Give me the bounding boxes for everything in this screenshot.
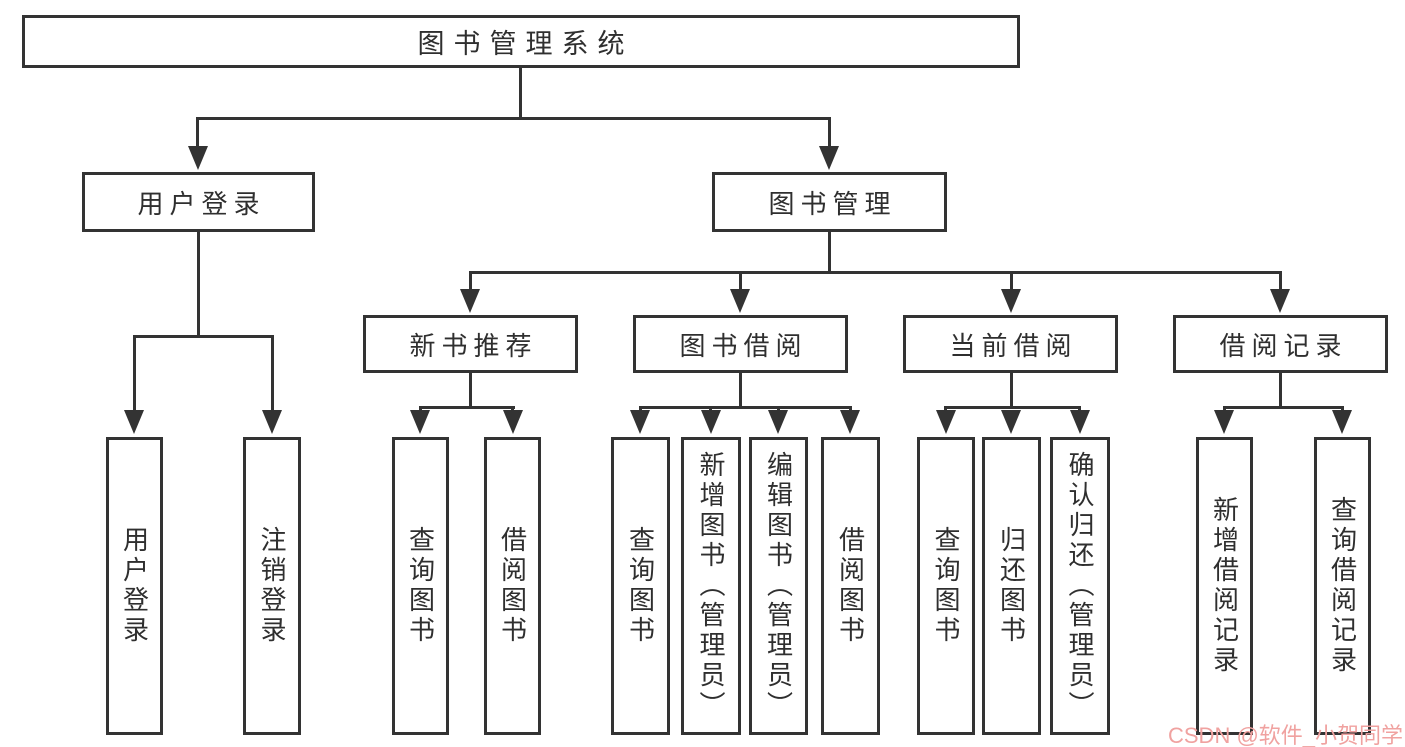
arrow-down-icon xyxy=(410,410,430,434)
arrow-down-icon xyxy=(1214,410,1234,434)
connector-line xyxy=(197,232,200,337)
leaf-label: 编辑图书（管理员） xyxy=(763,451,794,721)
arrow-down-icon xyxy=(1270,289,1290,313)
connector-line xyxy=(944,406,1081,409)
leaf-query-borrow-record: 查询借阅记录 xyxy=(1314,437,1371,735)
leaf-label: 查询借阅记录 xyxy=(1327,496,1358,676)
connector-line xyxy=(133,335,136,413)
leaf-edit-books-admin: 编辑图书（管理员） xyxy=(749,437,808,735)
leaf-label: 借阅图书 xyxy=(497,526,528,646)
leaf-label: 查询图书 xyxy=(931,526,961,646)
node-user-login: 用户登录 xyxy=(82,172,315,232)
connector-line xyxy=(1010,373,1013,408)
leaf-label: 查询图书 xyxy=(625,526,656,646)
connector-line xyxy=(1279,373,1282,408)
node-new-book-recommend: 新书推荐 xyxy=(363,315,578,373)
connector-line xyxy=(196,117,199,151)
arrow-down-icon xyxy=(819,146,839,170)
leaf-label: 注销登录 xyxy=(257,526,287,646)
leaf-label: 新增图书（管理员） xyxy=(696,451,726,721)
node-borrow-records: 借阅记录 xyxy=(1173,315,1388,373)
connector-line xyxy=(197,117,831,120)
leaf-label: 查询图书 xyxy=(405,526,436,646)
arrow-down-icon xyxy=(630,410,650,434)
arrow-down-icon xyxy=(1001,289,1021,313)
connector-line xyxy=(639,406,851,409)
node-book-management: 图书管理 xyxy=(712,172,947,232)
leaf-logout: 注销登录 xyxy=(243,437,301,735)
arrow-down-icon xyxy=(503,410,523,434)
arrow-down-icon xyxy=(262,410,282,434)
arrow-down-icon xyxy=(701,410,721,434)
node-current-borrow: 当前借阅 xyxy=(903,315,1118,373)
leaf-borrow-books-borrow: 借阅图书 xyxy=(821,437,880,735)
connector-line xyxy=(469,271,472,291)
connector-line xyxy=(828,117,831,151)
leaf-label: 新增借阅记录 xyxy=(1209,496,1240,676)
node-book-borrow: 图书借阅 xyxy=(633,315,848,373)
node-root: 图书管理系统 xyxy=(22,15,1020,68)
leaf-return-books: 归还图书 xyxy=(982,437,1041,735)
leaf-query-books-borrow: 查询图书 xyxy=(611,437,670,735)
connector-line xyxy=(271,335,274,413)
connector-line xyxy=(739,271,742,291)
leaf-label: 确认归还（管理员） xyxy=(1065,451,1095,721)
leaf-query-books-current: 查询图书 xyxy=(917,437,975,735)
leaf-label: 用户登录 xyxy=(119,526,150,646)
connector-line xyxy=(469,271,1282,274)
arrow-down-icon xyxy=(1332,410,1352,434)
arrow-down-icon xyxy=(840,410,860,434)
connector-line xyxy=(739,373,742,408)
leaf-query-books-recommend: 查询图书 xyxy=(392,437,449,735)
watermark-text: CSDN @软件_小贺同学 xyxy=(1168,723,1404,747)
arrow-down-icon xyxy=(188,146,208,170)
connector-line xyxy=(1223,406,1343,409)
arrow-down-icon xyxy=(460,289,480,313)
leaf-user-login: 用户登录 xyxy=(106,437,163,735)
connector-line xyxy=(469,373,472,408)
connector-line xyxy=(1010,271,1013,291)
leaf-borrow-books-recommend: 借阅图书 xyxy=(484,437,541,735)
arrow-down-icon xyxy=(730,289,750,313)
leaf-add-borrow-record: 新增借阅记录 xyxy=(1196,437,1253,735)
connector-line xyxy=(133,335,274,338)
arrow-down-icon xyxy=(1001,410,1021,434)
leaf-add-books-admin: 新增图书（管理员） xyxy=(681,437,741,735)
leaf-label: 归还图书 xyxy=(996,526,1027,646)
leaf-confirm-return-admin: 确认归还（管理员） xyxy=(1050,437,1110,735)
arrow-down-icon xyxy=(768,410,788,434)
arrow-down-icon xyxy=(1070,410,1090,434)
connector-line xyxy=(419,406,515,409)
connector-line xyxy=(519,68,522,118)
connector-line xyxy=(1279,271,1282,291)
arrow-down-icon xyxy=(936,410,956,434)
arrow-down-icon xyxy=(124,410,144,434)
connector-line xyxy=(828,232,831,272)
leaf-label: 借阅图书 xyxy=(835,526,866,646)
